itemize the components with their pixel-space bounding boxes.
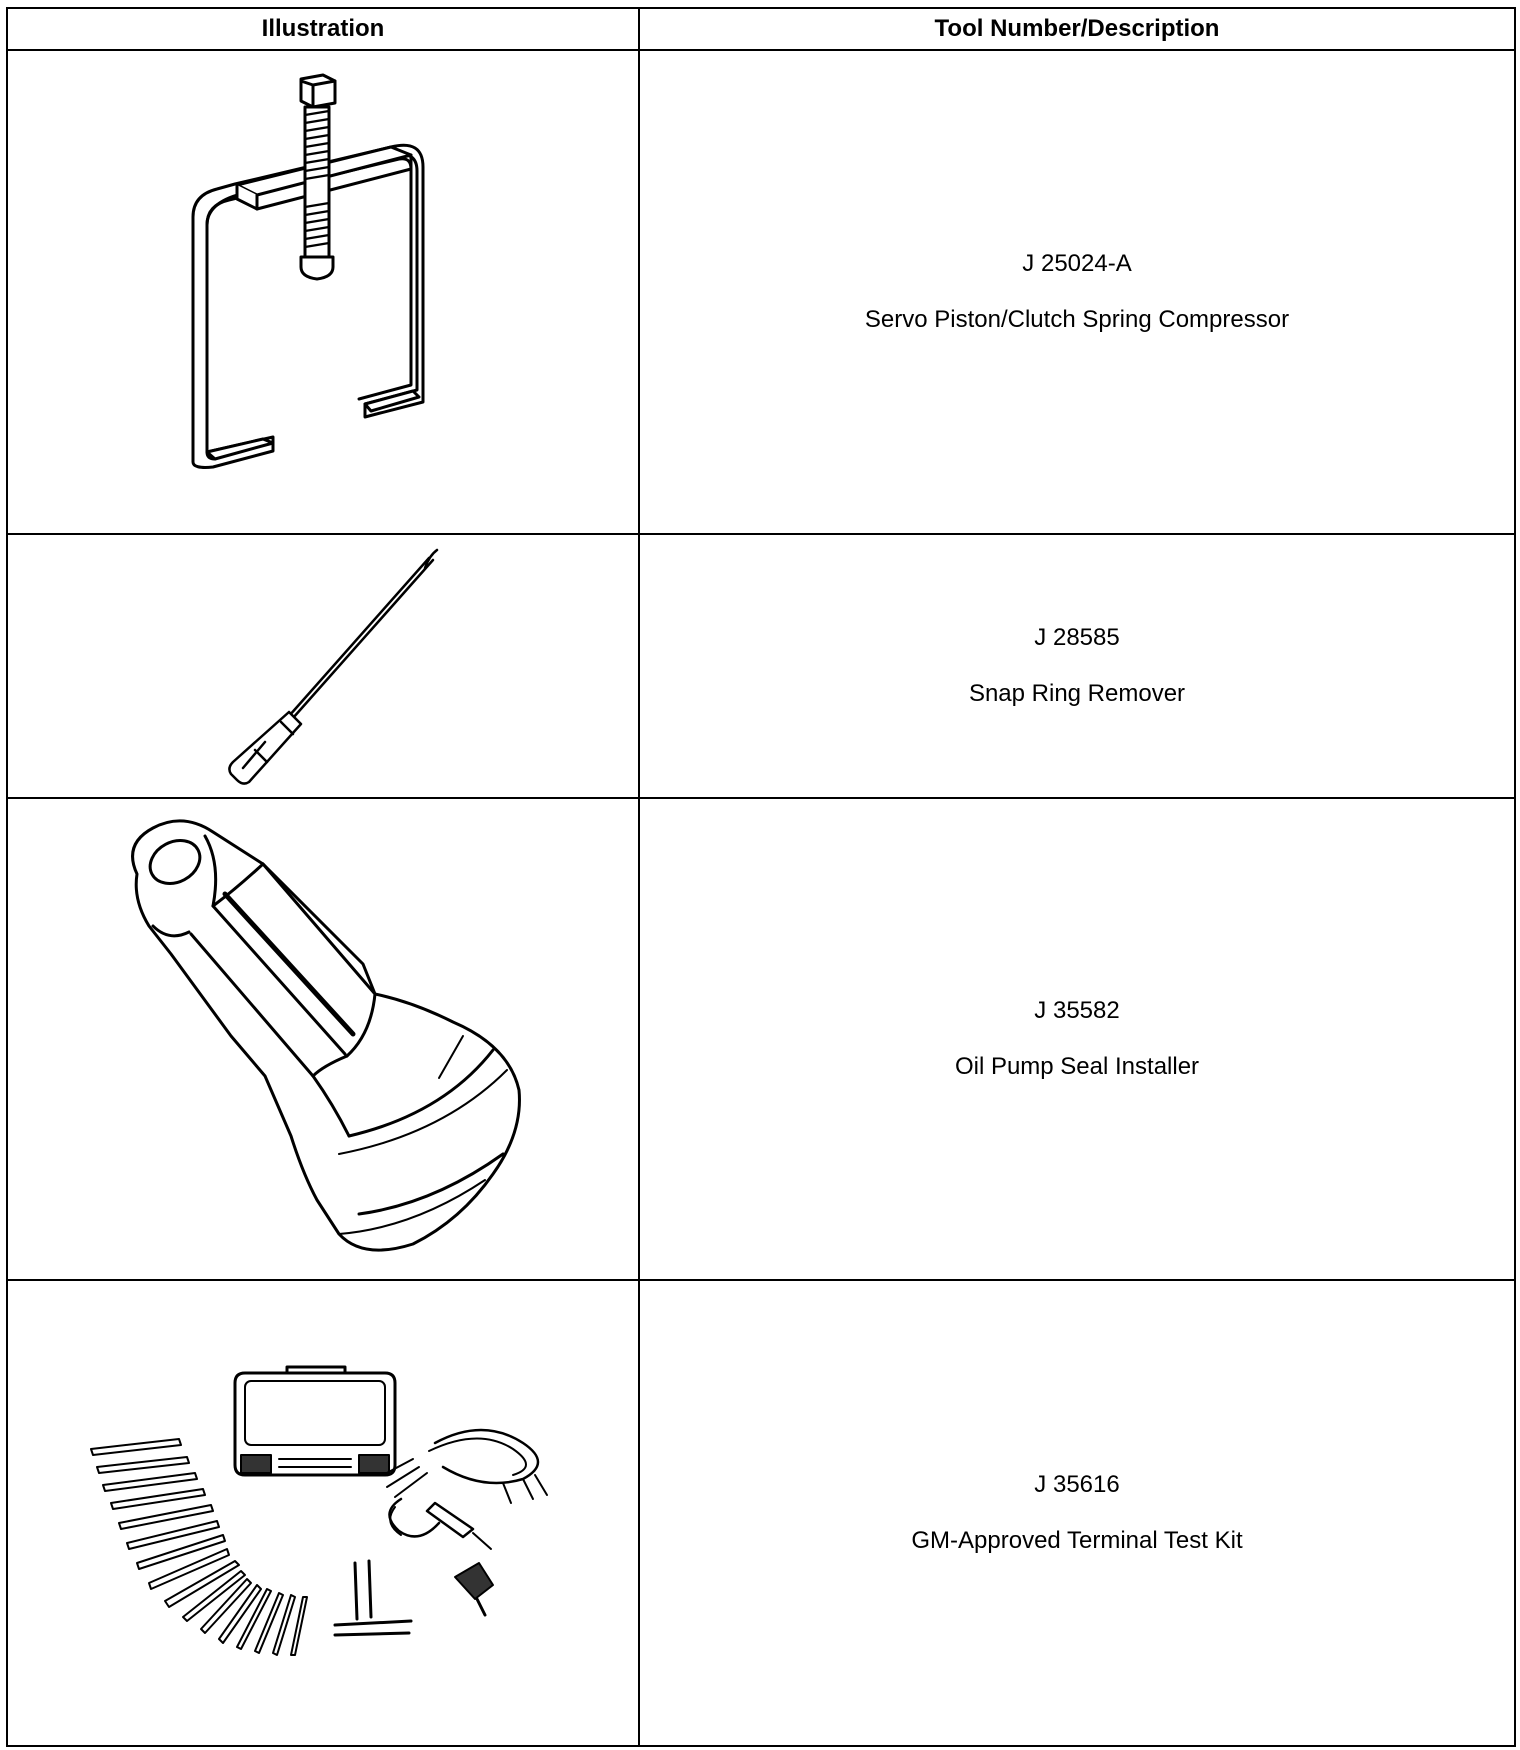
table-row: J 35616 GM-Approved Terminal Test Kit: [6, 1279, 1516, 1747]
spring-compressor-icon: [191, 73, 425, 469]
description-cell: J 28585 Snap Ring Remover: [638, 533, 1516, 799]
header-row: Illustration Tool Number/Description: [6, 7, 1516, 51]
illustration-cell: [6, 797, 640, 1281]
illustration-cell: [6, 533, 640, 799]
illustration-cell: [6, 49, 640, 535]
table-row: J 35582 Oil Pump Seal Installer: [6, 797, 1516, 1281]
description-cell: J 25024-A Servo Piston/Clutch Spring Com…: [638, 49, 1516, 535]
tool-description: Servo Piston/Clutch Spring Compressor: [864, 306, 1290, 333]
header-illustration: Illustration: [6, 7, 640, 51]
table-row: J 25024-A Servo Piston/Clutch Spring Com…: [6, 49, 1516, 535]
tool-number: J 35616: [1034, 1471, 1120, 1498]
snap-ring-remover-icon: [228, 548, 439, 785]
tool-table: Illustration Tool Number/Description: [6, 7, 1516, 1747]
tool-description: Snap Ring Remover: [968, 680, 1186, 707]
tool-number: J 28585: [1034, 624, 1120, 651]
tool-description: Oil Pump Seal Installer: [954, 1053, 1200, 1080]
tool-description: GM-Approved Terminal Test Kit: [911, 1527, 1243, 1554]
description-cell: J 35616 GM-Approved Terminal Test Kit: [638, 1279, 1516, 1747]
header-tool-description: Tool Number/Description: [638, 7, 1516, 51]
table-row: J 28585 Snap Ring Remover: [6, 533, 1516, 799]
tool-number: J 25024-A: [1022, 250, 1132, 277]
illustration-cell: [6, 1279, 640, 1747]
description-cell: J 35582 Oil Pump Seal Installer: [638, 797, 1516, 1281]
terminal-test-kit-icon: [90, 1365, 548, 1656]
tool-number: J 35582: [1034, 997, 1120, 1024]
seal-installer-icon: [131, 819, 521, 1252]
